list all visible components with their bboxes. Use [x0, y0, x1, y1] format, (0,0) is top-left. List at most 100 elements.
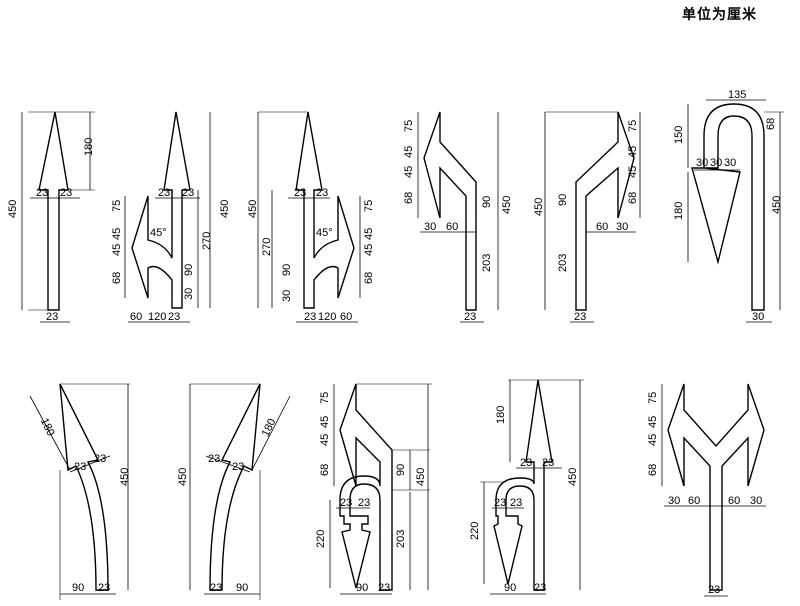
fig9-23a-label: 23 [340, 497, 352, 509]
fig5-203-label: 203 [557, 254, 569, 272]
fig2-45a-label: 45 [111, 228, 123, 240]
fig1-stem-label: 23 [46, 311, 58, 323]
fig3-angle-label: 45° [316, 227, 333, 239]
fig4-45a-label: 45 [403, 146, 415, 158]
fig5-450-label: 450 [533, 198, 545, 216]
fig4-75-label: 75 [403, 120, 415, 132]
fig8-450-label: 450 [177, 468, 189, 486]
fig1-shape [38, 111, 69, 311]
fig2-shape [131, 111, 191, 309]
fig5-30-label: 30 [616, 221, 628, 233]
fig5-90-label: 90 [557, 194, 569, 206]
fig7-450-label: 450 [119, 468, 131, 486]
fig2-75-label: 75 [111, 200, 123, 212]
fig3-270-label: 270 [261, 238, 273, 256]
fig6-u-turn-arrow: 135 150 180 68 30 30 30 450 30 [673, 89, 784, 323]
fig11-30r-label: 30 [750, 495, 762, 507]
fig5-stem-label: 23 [574, 311, 586, 323]
fig11-45a-label: 45 [647, 416, 659, 428]
fig10-23c-label: 23 [494, 497, 506, 509]
fig10-shape [493, 379, 553, 591]
fig2-270-label: 270 [201, 232, 213, 250]
fig10-220-label: 220 [469, 522, 481, 540]
fig6-30c-label: 30 [724, 157, 736, 169]
fig3-shape [295, 111, 355, 309]
fig11-stem-label: 23 [708, 584, 720, 596]
fig2-60-label: 60 [130, 311, 142, 323]
fig11-left-right-arrow: 75 45 45 68 30 60 60 30 23 [647, 383, 766, 597]
fig6-450-label: 450 [771, 196, 783, 214]
fig5-right-turn-arrow: 450 90 203 75 45 45 68 60 30 23 [533, 111, 641, 323]
fig7-90-label: 90 [72, 582, 84, 594]
fig1-straight-arrow: 450 180 23 23 23 [7, 111, 95, 323]
fig3-450-label: 450 [247, 200, 259, 218]
fig2-angle-label: 45° [150, 227, 167, 239]
fig6-30b-label: 30 [710, 157, 722, 169]
fig9-90b-label: 90 [356, 582, 368, 594]
fig5-68-label: 68 [627, 192, 639, 204]
fig5-45b-label: 45 [627, 166, 639, 178]
fig9-68-label: 68 [319, 464, 331, 476]
fig3-23-top-left: 23 [294, 187, 306, 199]
fig10-90-label: 90 [504, 582, 516, 594]
fig4-shape [423, 111, 477, 311]
fig9-left-uturn-arrow: 75 45 45 68 23 23 220 90 203 450 90 23 [315, 383, 432, 595]
fig8-shape [209, 383, 261, 591]
fig4-left-turn-arrow: 75 45 45 68 450 90 203 30 60 23 [403, 111, 513, 323]
fig8-23-label: 23 [210, 582, 222, 594]
fig2-120-label: 120 [148, 311, 166, 323]
fig4-45b-label: 45 [403, 166, 415, 178]
fig3-45a-label: 45 [363, 228, 375, 240]
fig2-23-bottom: 23 [168, 311, 180, 323]
fig3-23-top-right: 23 [316, 187, 328, 199]
fig6-shape [691, 103, 765, 311]
fig11-60l-label: 60 [688, 495, 700, 507]
fig8-180-label: 180 [260, 417, 279, 439]
fig8-curved-right-arrow: 450 180 23 23 23 90 [177, 383, 291, 600]
fig4-stem-label: 23 [464, 311, 476, 323]
fig3-120-label: 120 [318, 311, 336, 323]
fig3-45b-label: 45 [363, 244, 375, 256]
fig7-23b-label: 23 [94, 453, 106, 465]
fig3-30-label: 30 [281, 290, 293, 302]
fig2-450-label: 450 [219, 200, 231, 218]
fig7-23-label: 23 [98, 582, 110, 594]
fig10-450-label: 450 [567, 468, 579, 486]
fig8-23a-label: 23 [208, 453, 220, 465]
fig3-straight-right-arrow: 450 270 90 30 75 45 45 68 45° 23 23 23 1… [247, 111, 375, 323]
fig10-23a-label: 23 [520, 457, 532, 469]
fig11-shape [667, 383, 765, 591]
fig7-180-label: 180 [38, 416, 57, 438]
fig1-neck-left-label: 23 [36, 187, 48, 199]
fig4-60-label: 60 [446, 221, 458, 233]
fig9-203-label: 203 [395, 530, 407, 548]
fig9-23b-label: 23 [358, 497, 370, 509]
fig11-68-label: 68 [647, 464, 659, 476]
fig6-68-label: 68 [765, 118, 777, 130]
fig2-68-label: 68 [111, 272, 123, 284]
fig2-45b-label: 45 [111, 244, 123, 256]
fig1-total-label: 450 [7, 200, 19, 218]
fig9-90-label: 90 [395, 464, 407, 476]
fig6-135-label: 135 [728, 89, 746, 101]
fig4-90-label: 90 [481, 196, 493, 208]
fig3-60-label: 60 [340, 311, 352, 323]
fig10-180-label: 180 [495, 406, 507, 424]
fig2-90-label: 90 [183, 264, 195, 276]
fig10-23d-label: 23 [510, 497, 522, 509]
fig9-75-label: 75 [319, 392, 331, 404]
fig9-45b-label: 45 [319, 434, 331, 446]
fig9-45a-label: 45 [319, 416, 331, 428]
fig2-straight-left-arrow: 75 45 45 68 45° 450 270 90 30 23 23 60 1… [111, 111, 231, 323]
fig10-straight-uturn-arrow: 180 23 23 220 23 23 450 90 23 [469, 379, 584, 595]
fig4-203-label: 203 [481, 254, 493, 272]
fig2-30-label: 30 [183, 288, 195, 300]
fig5-45a-label: 45 [627, 146, 639, 158]
fig2-23-top-right: 23 [182, 187, 194, 199]
fig4-68-label: 68 [403, 192, 415, 204]
fig1-neck-right-label: 23 [60, 187, 72, 199]
unit-note: 单位为厘米 [682, 7, 757, 23]
fig9-23c-label: 23 [378, 582, 390, 594]
fig8-23b-label: 23 [232, 461, 244, 473]
